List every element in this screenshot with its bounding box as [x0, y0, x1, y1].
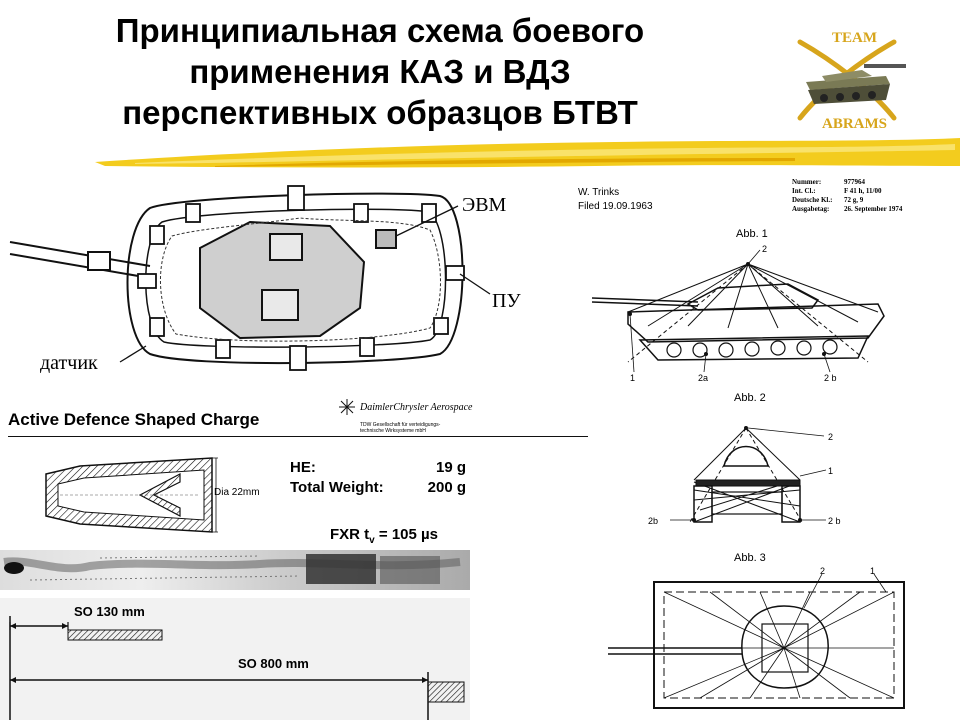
- patent-info: W. Trinks Filed 19.09.1963: [578, 186, 653, 214]
- fig3-title: Abb. 3: [734, 552, 766, 564]
- label-sensor: датчик: [40, 352, 98, 374]
- patent-meta-value: 26. September 1974: [844, 205, 903, 213]
- tank-top-view-diagram: [9, 185, 491, 371]
- patent-figure-1: 2 1 2a 2 b: [591, 244, 885, 382]
- spec-weight-row: Total Weight: 200 g: [290, 478, 466, 498]
- spec-weight-label: Total Weight:: [290, 479, 384, 496]
- fig1-label: 2a: [698, 373, 708, 382]
- diameter-label: Dia 22mm: [214, 487, 260, 498]
- fxr-value: = 105 µs: [374, 526, 439, 543]
- standoff-dimension-lines: [9, 616, 465, 720]
- xray-lower-strip: [0, 598, 470, 720]
- spec-weight-value: 200 g: [427, 479, 466, 496]
- fxr-label: FXR tv = 105 µs: [330, 526, 438, 546]
- label-computer: ЭВМ: [462, 194, 507, 216]
- gun-barrel: [9, 241, 151, 279]
- patent-meta-value: 977964: [844, 178, 865, 186]
- team-abrams-logo: TEAM ABRAMS: [797, 30, 906, 132]
- patent-figure-2: 2 1 2b 2 b: [648, 426, 841, 526]
- logo-bottom-text: ABRAMS: [822, 116, 887, 132]
- fig1-label: 2 b: [824, 373, 837, 382]
- fig3-label: 2: [820, 566, 825, 576]
- fig2-label: 2: [828, 432, 833, 442]
- patent-meta: Nummer: 977964 Int. Cl.: F 41 h, 11/00 Deu…: [792, 178, 902, 214]
- company-star-icon: [339, 399, 355, 415]
- title-line-1: Принципиальная схема боевого: [115, 12, 645, 49]
- logo-top-text: TEAM: [832, 30, 877, 46]
- spec-he-row: HE: 19 g: [290, 458, 466, 478]
- charge-cross-section: [45, 457, 218, 533]
- standoff-130-label: SO 130 mm: [74, 604, 145, 619]
- spec-he-value: 19 g: [435, 459, 466, 476]
- patent-meta-label: Int. Cl.:: [792, 187, 816, 195]
- fig3-label: 1: [870, 566, 875, 576]
- title-rule: [8, 436, 588, 437]
- slide-title: Принципиальная схема боевого применения …: [40, 10, 720, 133]
- spec-he-label: HE:: [290, 459, 316, 476]
- leader-launcher: [459, 273, 491, 295]
- fig2-label: 2 b: [828, 516, 841, 526]
- turret: [199, 220, 366, 340]
- fxr-sub: v: [369, 535, 375, 546]
- patent-meta-value: F 41 h, 11/00: [844, 187, 882, 195]
- patent-figure-3: 2 1: [608, 566, 905, 709]
- yellow-brush-stroke: [95, 138, 960, 168]
- shaped-charge-title: Active Defence Shaped Charge: [8, 410, 260, 429]
- company-subtitle: TDW Gesellschaft für verteidigungs- tech…: [360, 422, 440, 434]
- fig2-title: Abb. 2: [734, 392, 766, 404]
- fig1-label: 2: [762, 244, 767, 254]
- fig1-title: Abb. 1: [736, 228, 768, 240]
- title-line-2: применения КАЗ и ВДЗ: [189, 53, 571, 90]
- hull-outline: [126, 192, 464, 365]
- company-name: DaimlerChrysler Aerospace: [360, 402, 473, 413]
- patent-meta-label: Deutsche Kl.:: [792, 196, 833, 204]
- leader-computer: [395, 205, 459, 237]
- charge-specs: HE: 19 g Total Weight: 200 g: [290, 458, 466, 498]
- company-subtitle-line: technische Wirksysteme mbH: [360, 428, 426, 434]
- fxr-text: FXR t: [330, 526, 370, 543]
- patent-author: W. Trinks: [578, 187, 620, 198]
- patent-meta-value: 72 g, 9: [844, 196, 864, 204]
- patent-meta-label: Ausgabetag:: [792, 205, 830, 213]
- standoff-800-label: SO 800 mm: [238, 656, 309, 671]
- xray-image-strip: [0, 550, 470, 590]
- logo-tank: [806, 64, 906, 104]
- patent-meta-label: Nummer:: [792, 178, 822, 186]
- title-line-3: перспективных образцов БТВТ: [122, 94, 638, 131]
- fig2-label: 1: [828, 466, 833, 476]
- company-subtitle-line: TDW Gesellschaft für verteidigungs-: [360, 422, 441, 428]
- patent-filed: Filed 19.09.1963: [578, 201, 653, 212]
- fig2-label: 2b: [648, 516, 658, 526]
- leader-sensor: [119, 345, 147, 363]
- label-launcher: ПУ: [492, 290, 521, 312]
- fig1-label: 1: [630, 373, 635, 382]
